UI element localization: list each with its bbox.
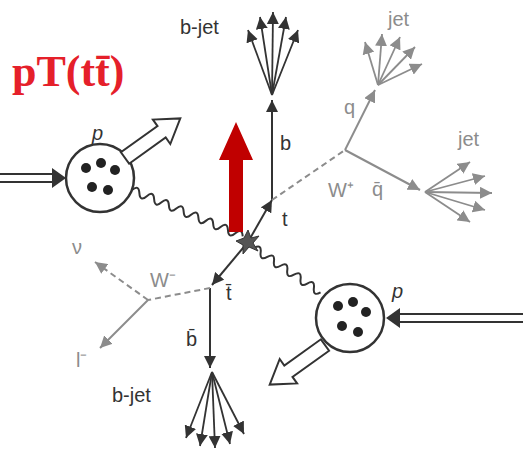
particle-label: q̄ xyxy=(372,178,383,200)
b-antiquark-line xyxy=(209,288,211,368)
quark-dot xyxy=(103,185,113,195)
remnant-arrow xyxy=(270,339,329,384)
lepton-line xyxy=(100,300,148,348)
jet-track xyxy=(260,17,272,95)
quark-dot xyxy=(333,301,343,311)
jet-track xyxy=(425,176,485,192)
beam-head xyxy=(52,168,66,188)
particle-label: t xyxy=(282,208,288,230)
particle-label: W⁻ xyxy=(150,266,176,293)
quark-line xyxy=(345,90,375,150)
jet-label: jet xyxy=(388,8,409,31)
proton-label: p xyxy=(392,280,403,303)
pt-label: pT(tt̄) xyxy=(12,46,124,97)
neutrino-line xyxy=(95,262,148,300)
jet-label: jet xyxy=(458,128,479,151)
particle-label: q̄ xyxy=(372,178,383,201)
beam-line xyxy=(0,173,54,175)
particle-label: l⁻ xyxy=(76,346,87,373)
jet-track xyxy=(212,372,230,444)
jet-track xyxy=(378,64,422,85)
proton-right xyxy=(316,284,384,352)
jet-label: b-jet xyxy=(180,16,219,38)
jet-label: jet xyxy=(388,8,409,30)
jet-track xyxy=(425,162,470,192)
b-jet-spray xyxy=(186,372,244,448)
pt-arrow xyxy=(219,122,253,232)
jet-track xyxy=(248,30,272,95)
jet-spray xyxy=(365,34,422,85)
jet-track xyxy=(212,372,244,434)
beam-left xyxy=(0,168,66,188)
jet-label: b-jet xyxy=(112,384,151,406)
jet-track xyxy=(378,47,415,85)
jet-track xyxy=(365,42,378,85)
quark-dot xyxy=(81,163,91,173)
b-quark-line xyxy=(271,100,273,200)
proton-label: p xyxy=(92,122,103,145)
jet-spray xyxy=(425,162,492,222)
pt-label: pT(tt̄) xyxy=(12,47,124,96)
quark-dot xyxy=(348,297,358,307)
jet-track xyxy=(425,192,492,193)
jet-label: b-jet xyxy=(180,16,219,39)
jet-track xyxy=(186,372,212,438)
quark-dot xyxy=(110,165,120,175)
particle-label: q xyxy=(344,96,355,119)
beam-right xyxy=(386,308,523,328)
jet-track xyxy=(425,192,485,210)
particle-label: ν xyxy=(72,236,82,258)
beam-head xyxy=(386,308,400,328)
quark-dot xyxy=(96,158,106,168)
gluon-line xyxy=(130,186,244,240)
particle-label: b̄ xyxy=(186,328,197,350)
jet-track xyxy=(272,12,273,95)
jet-track xyxy=(200,372,212,446)
beam-line xyxy=(398,313,523,315)
b-jet-spray xyxy=(248,12,298,95)
particle-label: b xyxy=(280,132,291,155)
particle-label: t xyxy=(282,208,288,231)
particle-label: W⁺ xyxy=(328,179,354,201)
particle-label: ν xyxy=(72,236,82,259)
particle-label: b̄ xyxy=(186,328,197,351)
jet-track xyxy=(425,192,470,222)
quark-dot xyxy=(87,182,97,192)
remnant-arrow xyxy=(121,118,180,163)
proton-label: p xyxy=(92,122,103,144)
particle-label: b xyxy=(280,132,291,154)
particle-label: l⁻ xyxy=(76,349,87,371)
quark-dot xyxy=(337,321,347,331)
quark-dot xyxy=(353,327,363,337)
interaction-vertex xyxy=(236,230,259,254)
top-quark-line xyxy=(248,200,272,242)
quark-dot xyxy=(361,307,371,317)
jet-track xyxy=(272,30,298,95)
jet-label: b-jet xyxy=(112,384,151,407)
proton-circle xyxy=(316,284,384,352)
particle-label: q xyxy=(344,96,355,118)
particle-label: t̄ xyxy=(226,282,232,304)
beam-line xyxy=(0,181,54,183)
proton-label: p xyxy=(392,280,403,302)
jet-track xyxy=(378,37,400,85)
jet-label: jet xyxy=(458,128,479,150)
gluon-line xyxy=(252,245,323,296)
jet-track xyxy=(272,17,286,95)
particle-label: W⁻ xyxy=(150,269,176,291)
particle-label: W⁺ xyxy=(328,176,354,203)
beam-line xyxy=(398,321,523,323)
particle-label: t̄ xyxy=(226,282,232,305)
